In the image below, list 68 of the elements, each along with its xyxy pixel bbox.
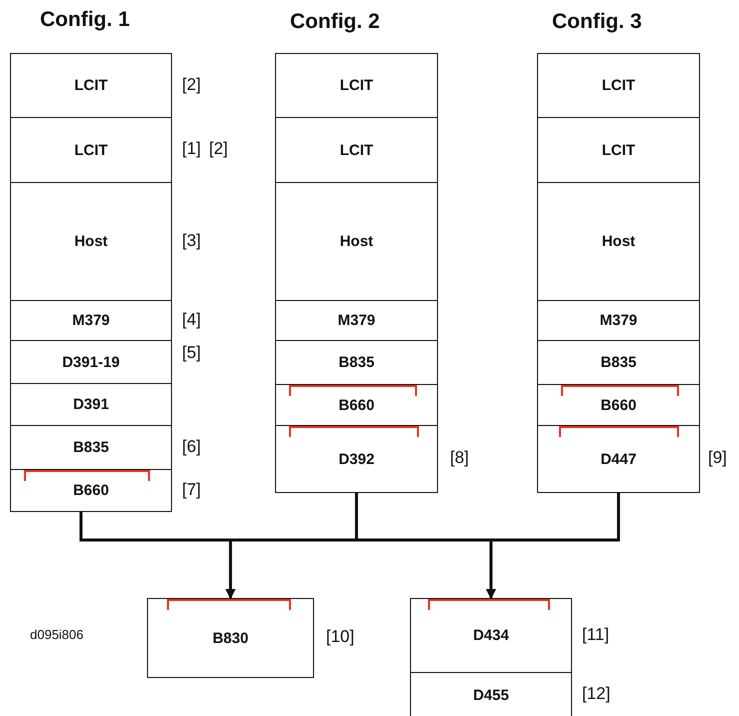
figure-code: d095i806 xyxy=(30,627,84,642)
callout-number: [8] xyxy=(450,448,469,468)
module-label: B660 xyxy=(73,482,109,499)
module-label: D391 xyxy=(73,396,109,413)
module-box xyxy=(537,182,700,301)
module-box xyxy=(537,117,700,183)
module-box xyxy=(10,117,172,183)
module-label: D434 xyxy=(473,627,509,644)
module-label: D447 xyxy=(600,450,636,468)
module-box xyxy=(147,598,314,678)
module-label: LCIT xyxy=(602,142,636,158)
module-box xyxy=(10,340,172,384)
module-label: Host xyxy=(340,233,374,250)
module-label: LCIT xyxy=(74,142,108,158)
module-box xyxy=(10,182,172,301)
callout-number: [1] xyxy=(182,139,201,159)
module-box xyxy=(537,384,700,426)
module-label: M379 xyxy=(600,312,638,329)
module-label: D391-19 xyxy=(62,354,120,370)
module-box xyxy=(10,300,172,341)
callout-number: [4] xyxy=(182,310,201,330)
module-box xyxy=(537,425,700,493)
module-label: B660 xyxy=(600,396,636,414)
module-box xyxy=(10,383,172,426)
module-box xyxy=(10,425,172,470)
module-label: LCIT xyxy=(74,77,108,94)
column-heading: Config. 2 xyxy=(290,10,380,34)
module-box xyxy=(410,598,572,673)
module-label: M379 xyxy=(72,312,110,329)
module-box xyxy=(537,300,700,341)
module-label: LCIT xyxy=(340,142,374,158)
callout-number: [2] xyxy=(182,74,201,94)
module-label: B660 xyxy=(338,396,374,414)
callout-number: [3] xyxy=(182,230,201,250)
module-label: LCIT xyxy=(602,77,636,94)
module-label: B830 xyxy=(212,630,248,646)
callout-number: [11] xyxy=(582,624,610,644)
module-label: Host xyxy=(74,233,108,250)
module-label: B835 xyxy=(600,354,636,371)
module-box xyxy=(275,340,438,385)
module-label: D392 xyxy=(338,450,374,468)
module-label: B835 xyxy=(73,439,109,456)
module-box xyxy=(537,53,700,118)
callout-number: [7] xyxy=(182,480,201,500)
module-label: B835 xyxy=(338,354,374,371)
module-label: LCIT xyxy=(340,77,374,94)
module-box xyxy=(275,300,438,341)
column-heading: Config. 1 xyxy=(40,8,130,32)
callout-number: [12] xyxy=(582,684,610,704)
callout-number: [5] xyxy=(182,343,201,363)
callout-number: [6] xyxy=(182,436,201,456)
module-box xyxy=(275,53,438,118)
module-label: M379 xyxy=(338,312,376,329)
arrow xyxy=(486,493,620,599)
callout-number: [9] xyxy=(708,448,727,468)
module-box xyxy=(410,672,572,716)
module-label: Host xyxy=(602,233,636,250)
module-box xyxy=(275,182,438,301)
module-box xyxy=(275,117,438,183)
module-label: D455 xyxy=(473,686,509,704)
callout-number: [10] xyxy=(326,627,354,647)
module-box xyxy=(275,425,438,493)
callout-number: [2] xyxy=(209,139,228,159)
column-heading: Config. 3 xyxy=(552,10,642,34)
module-box xyxy=(275,384,438,426)
module-box xyxy=(10,53,172,118)
module-box xyxy=(10,469,172,512)
module-box xyxy=(537,340,700,385)
